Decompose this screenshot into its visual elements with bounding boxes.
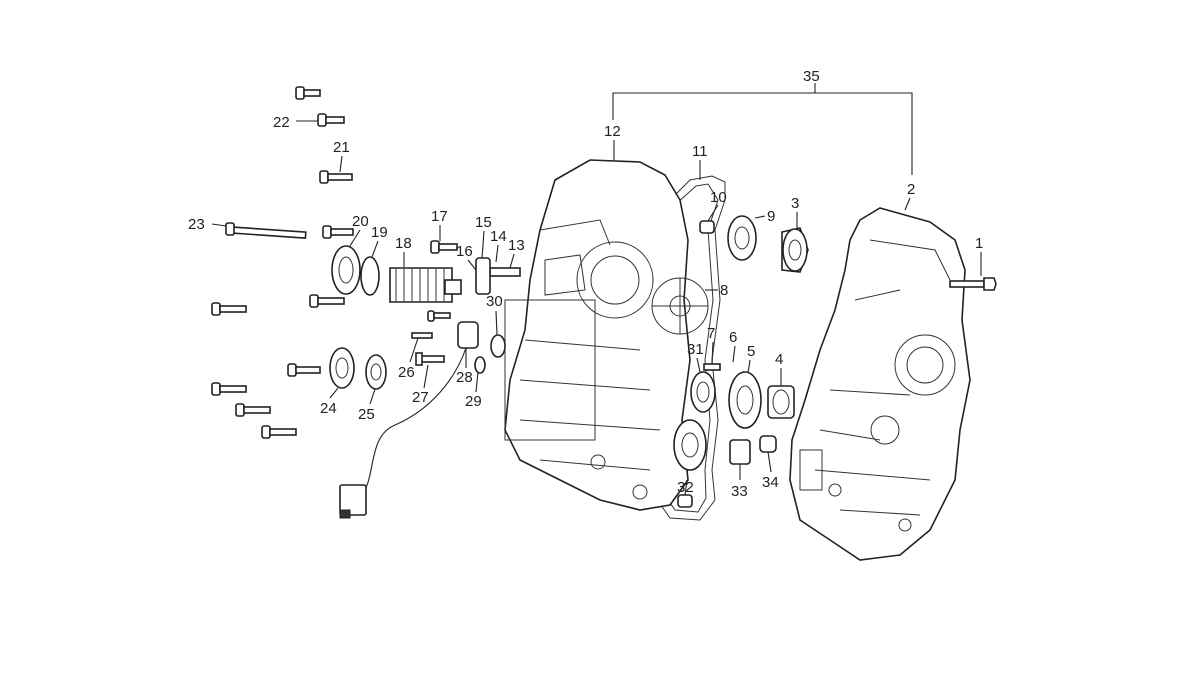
dowel-10 bbox=[699, 220, 715, 234]
callout-3: 3 bbox=[791, 195, 799, 212]
callout-8: 8 bbox=[720, 282, 728, 299]
callout-32: 32 bbox=[677, 479, 694, 496]
callout-19: 19 bbox=[371, 224, 388, 241]
callout-23: 23 bbox=[188, 216, 205, 233]
callout-12: 12 bbox=[604, 123, 621, 140]
leader-lines bbox=[211, 120, 982, 496]
callout-20: 20 bbox=[352, 213, 369, 230]
callout-10: 10 bbox=[710, 189, 727, 206]
callout-29: 29 bbox=[465, 393, 482, 410]
callout-labels: 1 2 3 4 5 6 7 8 9 10 11 12 13 14 15 16 1… bbox=[188, 68, 983, 500]
bolt-1 bbox=[949, 277, 997, 291]
callout-27: 27 bbox=[412, 389, 429, 406]
bearing-3 bbox=[781, 227, 809, 273]
screw-26 bbox=[411, 332, 433, 339]
callout-17: 17 bbox=[431, 208, 448, 225]
oil-seal-25 bbox=[365, 354, 387, 390]
callout-31: 31 bbox=[687, 341, 704, 358]
callout-6: 6 bbox=[729, 329, 737, 346]
o-ring-19 bbox=[360, 256, 380, 296]
washer-29 bbox=[474, 356, 486, 374]
callout-9: 9 bbox=[767, 208, 775, 225]
left-crankcase-half bbox=[504, 159, 709, 511]
assembly-bracket bbox=[612, 83, 913, 175]
callout-7: 7 bbox=[707, 325, 715, 342]
callout-22: 22 bbox=[273, 114, 290, 131]
bolt-27 bbox=[415, 352, 445, 366]
oil-seal-24 bbox=[329, 347, 355, 389]
bearing-31 bbox=[690, 371, 716, 413]
callout-30: 30 bbox=[486, 293, 503, 310]
right-crankcase-half bbox=[789, 207, 971, 561]
bearing-4 bbox=[767, 385, 795, 419]
callout-28: 28 bbox=[456, 369, 473, 386]
callout-1: 1 bbox=[975, 235, 983, 252]
sensor-with-harness bbox=[339, 321, 479, 519]
callout-24: 24 bbox=[320, 400, 337, 417]
bolt-7 bbox=[703, 363, 721, 371]
callout-14: 14 bbox=[490, 228, 507, 245]
callout-18: 18 bbox=[395, 235, 412, 252]
washer-30 bbox=[490, 334, 506, 358]
oil-seal-5 bbox=[728, 371, 762, 429]
long-bolt-23 bbox=[225, 222, 307, 240]
shaft-13-14 bbox=[475, 257, 521, 295]
bearing-33 bbox=[729, 439, 751, 465]
callout-4: 4 bbox=[775, 351, 783, 368]
callout-25: 25 bbox=[358, 406, 375, 423]
dowel-32 bbox=[677, 494, 693, 508]
callout-26: 26 bbox=[398, 364, 415, 381]
callout-2: 2 bbox=[907, 181, 915, 198]
callout-21: 21 bbox=[333, 139, 350, 156]
callout-15: 15 bbox=[475, 214, 492, 231]
callout-16: 16 bbox=[456, 243, 473, 260]
cap-20 bbox=[331, 245, 361, 295]
callout-11: 11 bbox=[692, 143, 708, 160]
callout-5: 5 bbox=[747, 343, 755, 360]
spring-18 bbox=[389, 267, 462, 303]
dowel-34 bbox=[759, 435, 777, 453]
bearing-9 bbox=[727, 215, 757, 261]
callout-34: 34 bbox=[762, 474, 779, 491]
callout-35: 35 bbox=[803, 68, 820, 85]
callout-13: 13 bbox=[508, 237, 525, 254]
callout-33: 33 bbox=[731, 483, 748, 500]
loose-bolts bbox=[211, 86, 458, 439]
bearing-lower bbox=[673, 419, 707, 471]
